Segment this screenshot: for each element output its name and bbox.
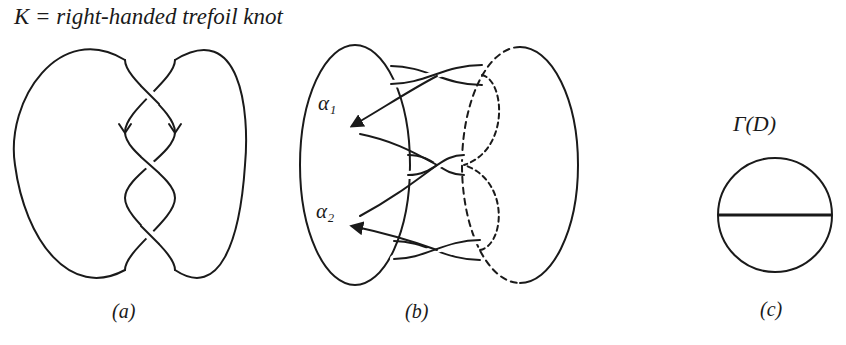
figure-label: (b)	[405, 300, 428, 322]
trefoil-knot	[14, 49, 246, 278]
seifert-surface	[300, 45, 578, 285]
figure-label: (a)	[112, 300, 135, 322]
theta-graph	[718, 158, 832, 272]
curve-label: α₁	[318, 92, 336, 115]
curve-label: α₂	[316, 200, 334, 223]
graph-label: Γ(D)	[733, 112, 776, 136]
figure-label: (c)	[760, 298, 782, 320]
title: K = right-handed trefoil knot	[14, 4, 283, 29]
